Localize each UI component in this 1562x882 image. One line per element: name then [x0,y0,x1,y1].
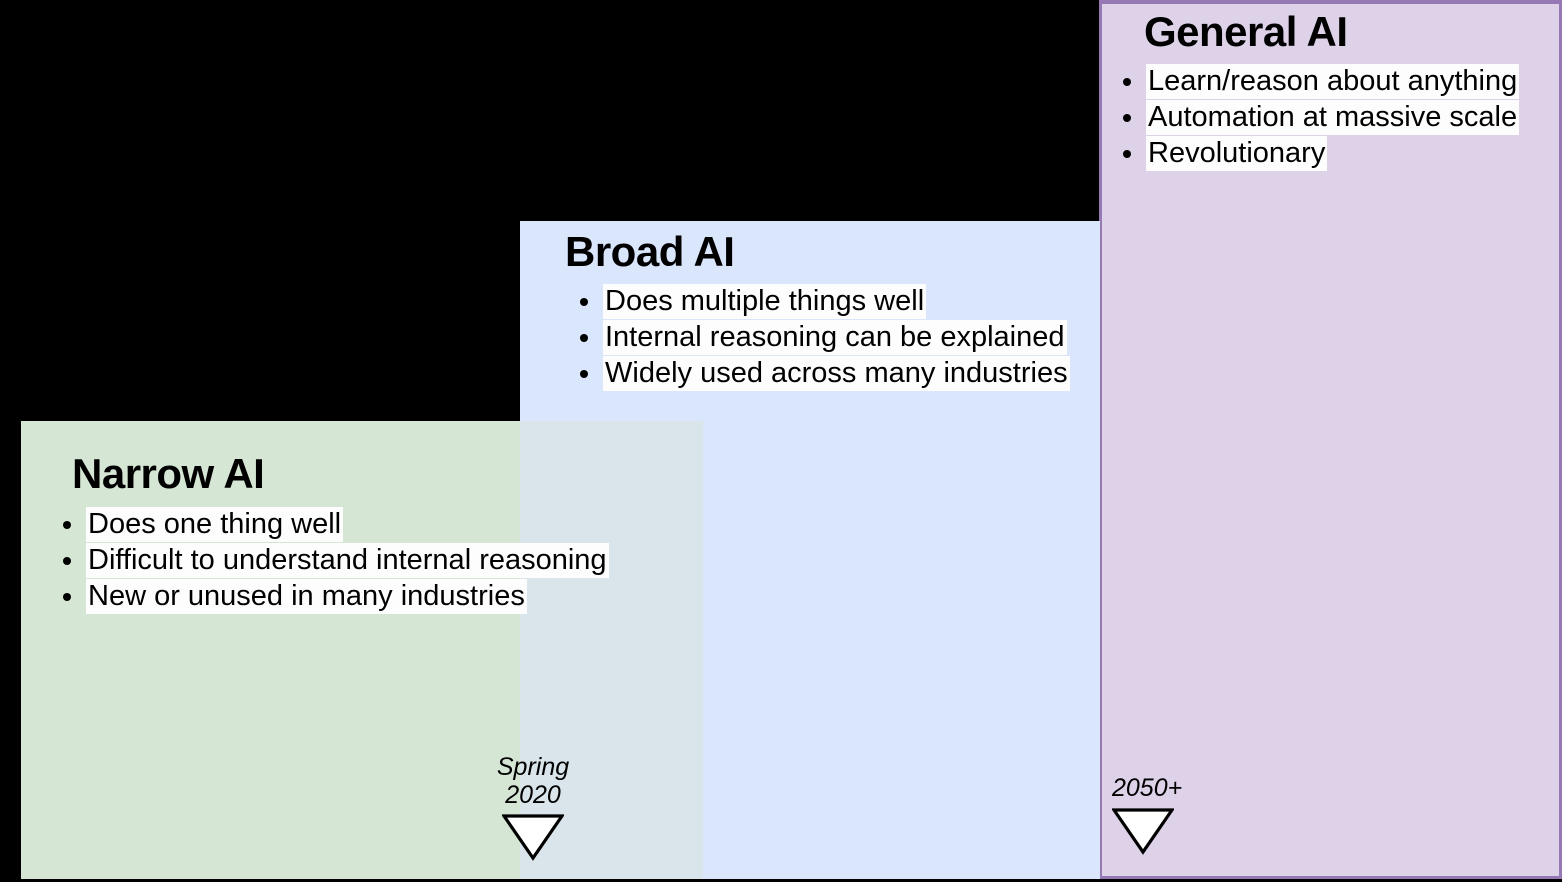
stage-title-narrow-ai: Narrow AI [72,450,265,497]
stage-title-general-ai: General AI [1144,8,1348,55]
list-item: Does one thing well [86,507,688,543]
timeline-marker-spring-2020: Spring 2020 [470,753,596,861]
bullet-text: Does multiple things well [603,284,927,320]
bullet-text: Automation at massive scale [1146,100,1520,136]
stage-title-broad-ai: Broad AI [565,228,735,275]
stage-content-broad-ai: Broad AI Does multiple things well Inter… [545,228,1105,395]
triangle-down-icon [502,814,564,861]
list-item: Widely used across many industries [603,356,1105,392]
bullet-text: Learn/reason about anything [1146,64,1520,100]
stage-bullet-list-broad-ai: Does multiple things well Internal reaso… [545,284,1105,392]
stage-bullet-list-narrow-ai: Does one thing well Difficult to underst… [48,507,688,615]
timeline-marker-label: Spring 2020 [496,753,570,809]
stage-overlap-narrow-broad [520,421,703,879]
bullet-text: Widely used across many industries [603,356,1070,392]
list-item: Internal reasoning can be explained [603,320,1105,356]
list-item: Difficult to understand internal reasoni… [86,543,688,579]
stage-content-general-ai: General AI Learn/reason about anything A… [1110,8,1560,175]
bullet-text: New or unused in many industries [86,579,527,615]
list-item: Revolutionary [1146,136,1560,172]
list-item: Automation at massive scale [1146,100,1560,136]
timeline-marker-2050-plus: 2050+ [1112,774,1234,855]
bullet-text: Revolutionary [1146,136,1328,172]
bullet-text: Difficult to understand internal reasoni… [86,543,609,579]
bottom-divider [0,879,1562,882]
stage-bullet-list-general-ai: Learn/reason about anything Automation a… [1110,64,1560,172]
list-item: Does multiple things well [603,284,1105,320]
list-item: Learn/reason about anything [1146,64,1560,100]
timeline-marker-label: 2050+ [1112,774,1183,802]
list-item: New or unused in many industries [86,579,688,615]
triangle-down-icon [1112,807,1174,855]
stage-content-narrow-ai: Narrow AI Does one thing well Difficult … [48,450,688,618]
bullet-text: Internal reasoning can be explained [603,320,1067,356]
bullet-text: Does one thing well [86,507,344,543]
